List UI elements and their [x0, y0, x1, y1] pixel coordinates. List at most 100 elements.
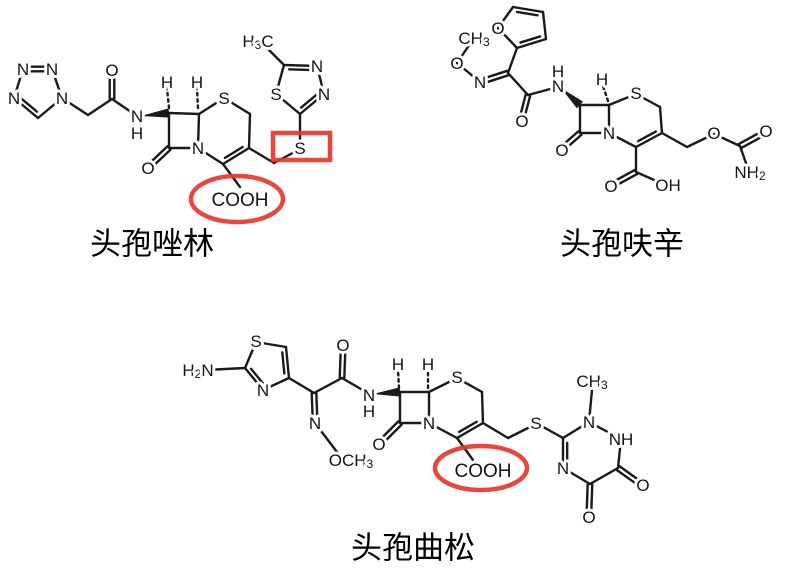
- bond: [480, 390, 485, 425]
- bond: [607, 92, 638, 107]
- highlight-thioether-sulfur: [270, 130, 333, 163]
- bond: [590, 482, 594, 513]
- atom-label: O: [450, 54, 463, 73]
- bond: [478, 69, 509, 82]
- stereo-hash-bond: [165, 86, 171, 110]
- bond: [149, 145, 169, 164]
- bond: [564, 133, 583, 150]
- atom-label: OH: [655, 176, 681, 195]
- bond: [534, 421, 565, 440]
- atom-label: O: [336, 336, 349, 355]
- bond: [152, 148, 172, 167]
- bond: [613, 172, 639, 188]
- bond: [298, 92, 326, 116]
- bond: [615, 468, 639, 487]
- atom-label: O: [582, 508, 595, 527]
- bond: [287, 68, 313, 72]
- bond: [50, 67, 64, 100]
- bond: [519, 35, 542, 44]
- atom-label: N: [46, 60, 58, 79]
- bond: [274, 63, 286, 96]
- bond: [315, 64, 326, 96]
- bond: [167, 111, 201, 116]
- bond: [312, 376, 344, 395]
- atom-label: N: [309, 414, 321, 433]
- atom-label: NH2: [734, 163, 766, 184]
- bond: [561, 130, 580, 147]
- bond: [223, 145, 244, 160]
- atom-label: H: [161, 73, 173, 92]
- atom-label: S: [530, 414, 541, 433]
- atom-label: CH3: [458, 29, 490, 50]
- atom-label: O: [515, 112, 528, 131]
- bond: [515, 10, 539, 17]
- atom-label: N: [363, 386, 375, 405]
- bond: [506, 46, 519, 75]
- atom-label: COOH: [212, 190, 269, 211]
- atom-label: H: [596, 70, 608, 89]
- atom-label: N: [557, 459, 569, 478]
- atom-label: H: [131, 124, 143, 143]
- atom-label: S: [451, 368, 462, 387]
- atom-label: N: [257, 381, 269, 400]
- bond: [712, 132, 742, 148]
- bond: [658, 105, 664, 135]
- bond: [284, 345, 291, 380]
- bond: [299, 92, 319, 109]
- bond: [315, 391, 319, 421]
- bond: [196, 112, 201, 150]
- bond: [12, 67, 25, 100]
- bond: [287, 376, 316, 395]
- bond: [737, 130, 763, 146]
- atom-label: S: [630, 84, 641, 103]
- bond: [526, 86, 556, 97]
- bond: [383, 423, 403, 443]
- molecule-name-cefuroxime: 头孢呋辛: [560, 227, 684, 262]
- bond: [340, 376, 368, 394]
- atom-label: OCH3: [329, 451, 374, 472]
- bond: [427, 421, 459, 440]
- stereo-wedge-bond: [561, 88, 584, 109]
- bond: [338, 349, 342, 380]
- atom-label: N: [17, 60, 29, 79]
- bond: [634, 92, 662, 109]
- atom-label: CH3: [576, 372, 608, 393]
- bond: [221, 146, 251, 166]
- bond: [243, 366, 265, 392]
- bond: [243, 340, 258, 370]
- atom-label: H3C: [242, 32, 273, 53]
- bond: [261, 376, 291, 392]
- bond: [343, 349, 347, 380]
- bond: [738, 144, 749, 168]
- atom-label: N: [192, 139, 204, 158]
- bond: [222, 96, 252, 116]
- bond: [523, 94, 532, 120]
- bond: [247, 112, 252, 150]
- atom-label: S: [250, 332, 261, 351]
- bond: [110, 97, 139, 118]
- atom-label: H: [191, 73, 203, 92]
- bond: [455, 421, 485, 440]
- bond: [634, 131, 664, 149]
- bond: [585, 482, 589, 513]
- bond: [380, 420, 400, 440]
- bond: [588, 466, 620, 486]
- atom-label: NH: [609, 430, 634, 449]
- bond: [481, 421, 510, 440]
- molecule-name-cefazolin: 头孢唑林: [90, 227, 214, 262]
- bond: [739, 134, 765, 150]
- stereo-wedge-bond: [141, 108, 170, 118]
- molecule-name-ceftriaxone: 头孢曲松: [351, 531, 475, 566]
- bond: [204, 366, 247, 372]
- atom-label: COOH: [455, 461, 512, 482]
- bond: [496, 5, 515, 30]
- highlight-carboxyl-group: [188, 173, 286, 225]
- stereo-wedge-bond: [373, 387, 401, 397]
- bond: [685, 132, 716, 149]
- bond: [196, 146, 225, 166]
- bond: [518, 93, 527, 119]
